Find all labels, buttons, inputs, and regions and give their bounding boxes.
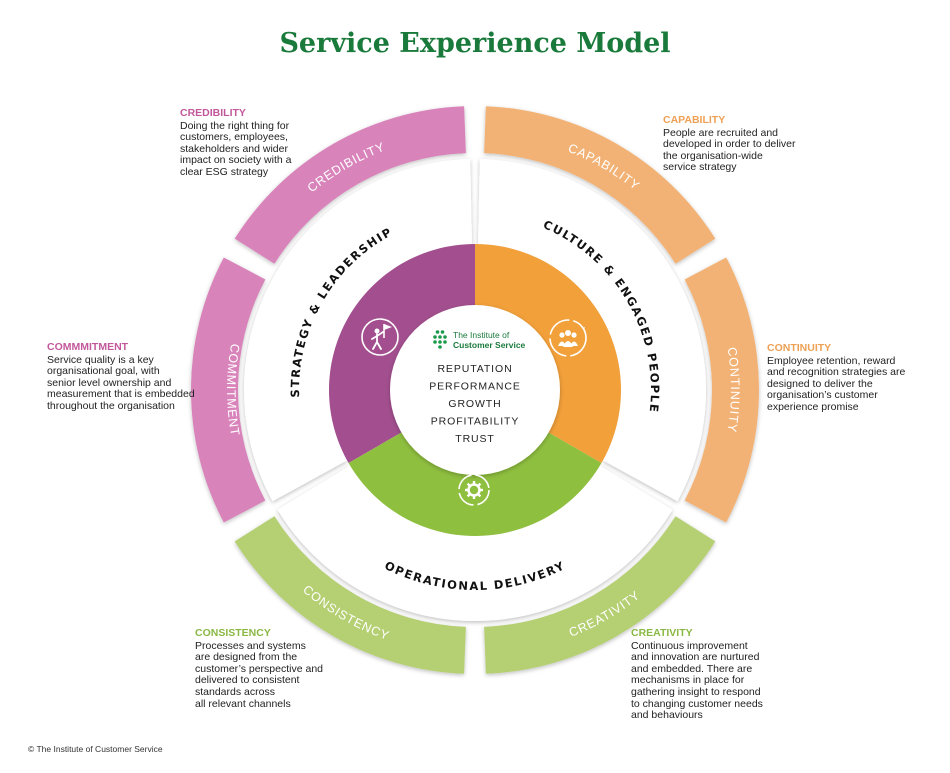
credibility-callout: CREDIBILITY Doing the right thing for cu… xyxy=(180,107,330,179)
logo-line1: The Institute of xyxy=(453,330,510,340)
commitment-ring-label: COMMITMENT xyxy=(224,343,242,438)
page-title: Service Experience Model xyxy=(279,28,671,59)
creativity-callout: CREATIVITY Continuous improvement and in… xyxy=(631,627,776,722)
flag-climber-icon xyxy=(361,318,399,356)
callout-heading: CONSISTENCY xyxy=(195,627,271,639)
core-value-item: TRUST xyxy=(455,433,495,445)
culture-inner-segment xyxy=(475,244,621,463)
core-value-item: PROFITABILITY xyxy=(431,416,520,428)
callout-heading: CREDIBILITY xyxy=(180,107,246,119)
commitment-callout: COMMMITMENT Service quality is a key org… xyxy=(47,341,237,413)
core-circle xyxy=(390,305,560,475)
strategy-leadership-band xyxy=(243,159,472,502)
callout-heading: COMMMITMENT xyxy=(47,341,129,353)
institute-logo-icon xyxy=(433,330,447,349)
gear-cycle-icon xyxy=(458,474,490,506)
commitment-segment xyxy=(191,257,266,523)
core-value-item: PERFORMANCE xyxy=(429,381,521,393)
core-value-item: REPUTATION xyxy=(437,363,512,375)
culture-engaged-people-band xyxy=(478,159,706,502)
callout-body: People are recruited and developed in or… xyxy=(663,126,796,174)
callout-body: Processes and systems are designed from … xyxy=(195,639,324,710)
credibility-segment xyxy=(234,106,466,264)
consistency-segment xyxy=(234,516,466,674)
core-value-item: GROWTH xyxy=(448,398,501,410)
operational-delivery-band xyxy=(277,465,673,621)
capability-callout: CAPABILITY People are recruited and deve… xyxy=(663,114,813,174)
callout-body: Continuous improvement and innovation ar… xyxy=(631,639,763,722)
continuity-ring-label: CONTINUITY xyxy=(725,346,742,433)
continuity-segment xyxy=(684,257,759,523)
consistency-callout: CONSISTENCY Processes and systems are de… xyxy=(195,627,335,710)
callout-body: Employee retention, reward and recogniti… xyxy=(767,354,906,413)
callout-body: Service quality is a key organisational … xyxy=(47,353,195,412)
strategy-inner-segment xyxy=(329,244,475,463)
continuity-callout: CONTINUITY Employee retention, reward an… xyxy=(767,342,917,414)
people-cycle-icon xyxy=(549,319,587,357)
callout-heading: CREATIVITY xyxy=(631,627,693,639)
callout-body: Doing the right thing for customers, emp… xyxy=(180,119,292,178)
logo-line2: Customer Service xyxy=(453,340,526,350)
copyright-notice: © The Institute of Customer Service xyxy=(28,744,163,754)
callout-heading: CAPABILITY xyxy=(663,114,726,126)
callout-heading: CONTINUITY xyxy=(767,342,832,354)
core-values-list: REPUTATION PERFORMANCE GROWTH PROFITABILITY… xyxy=(429,363,521,445)
capability-segment xyxy=(484,106,716,264)
creativity-segment xyxy=(484,516,716,674)
